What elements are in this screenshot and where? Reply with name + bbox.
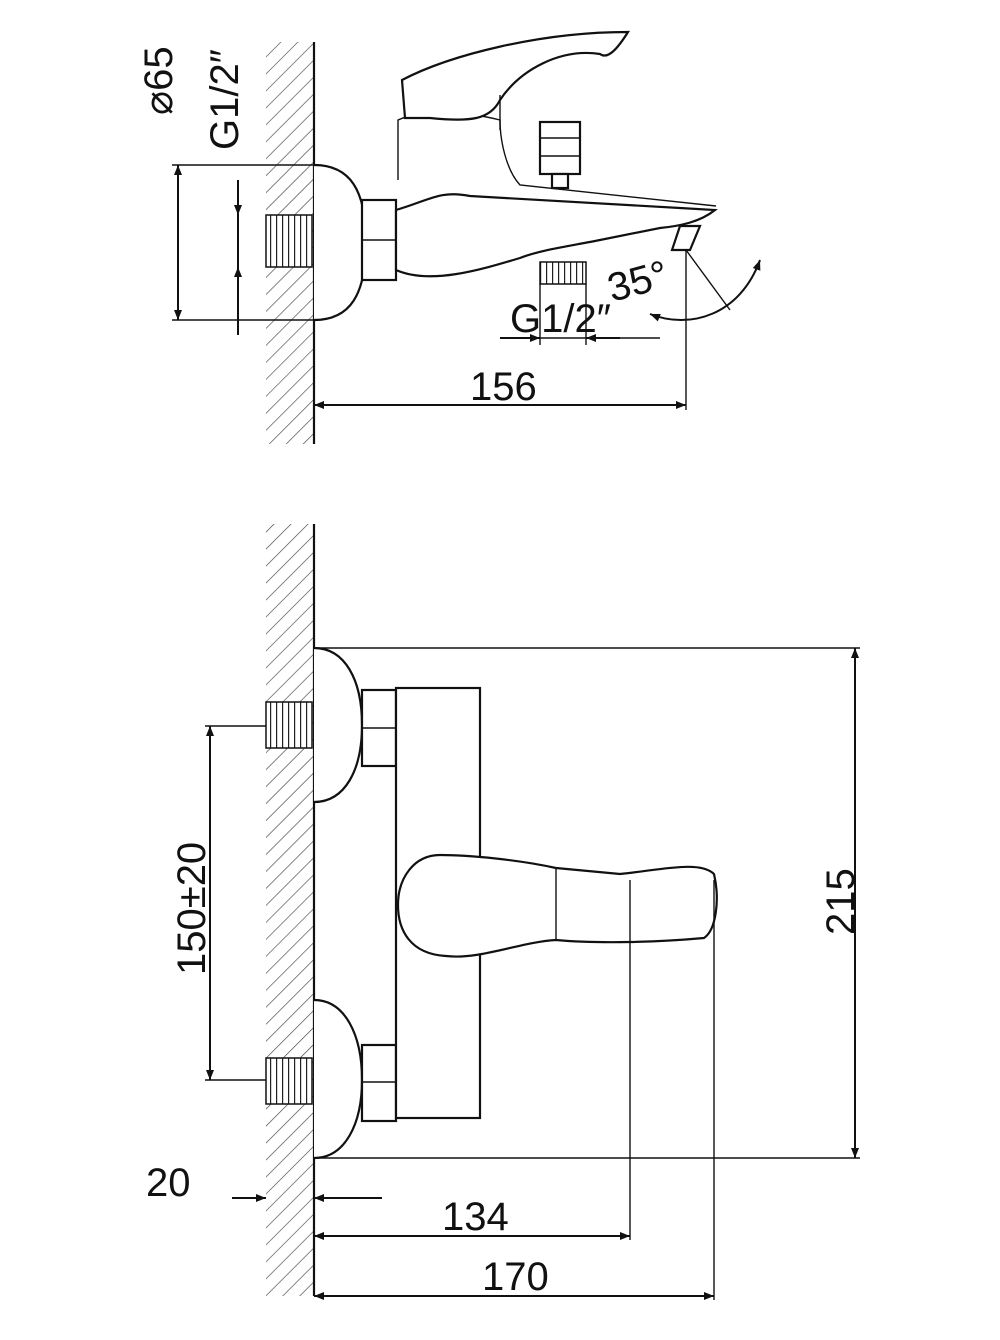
nut-lower [360, 1043, 398, 1123]
mixer-body-side [394, 193, 718, 278]
label-spout-angle: 35° [603, 253, 673, 311]
label-height: 215 [819, 868, 863, 935]
label-outlet-thread: G1/2″ [510, 297, 611, 341]
diverter-knob [538, 120, 582, 176]
front-view: 215 150±20 20 134 170 [146, 524, 863, 1300]
outlet-thread-side [539, 261, 587, 285]
rosette-upper [313, 646, 364, 804]
side-view: ⌀65 G1/2″ G1/2″ 35° 156 [137, 30, 761, 444]
spout-outlet [670, 224, 702, 252]
label-spout-reach: 134 [442, 1195, 509, 1239]
inlet-thread-side [265, 214, 313, 268]
label-inlet-thread: G1/2″ [203, 49, 247, 150]
inlet-thread-lower [265, 1057, 313, 1105]
label-projection: 156 [470, 365, 537, 409]
inlet-thread-upper [265, 701, 313, 749]
lever-handle-side [400, 30, 630, 121]
label-wall-offset: 20 [146, 1161, 191, 1205]
rosette-lower [313, 998, 364, 1160]
label-diameter: ⌀65 [137, 46, 181, 115]
spout-angle-line [685, 249, 731, 311]
rosette-side [313, 163, 368, 322]
angle-arc [649, 259, 761, 322]
wall-hatch-bottom [266, 524, 314, 1296]
lever-handle-front [396, 853, 718, 958]
label-total-depth: 170 [482, 1255, 549, 1299]
label-center-distance: 150±20 [170, 842, 214, 975]
